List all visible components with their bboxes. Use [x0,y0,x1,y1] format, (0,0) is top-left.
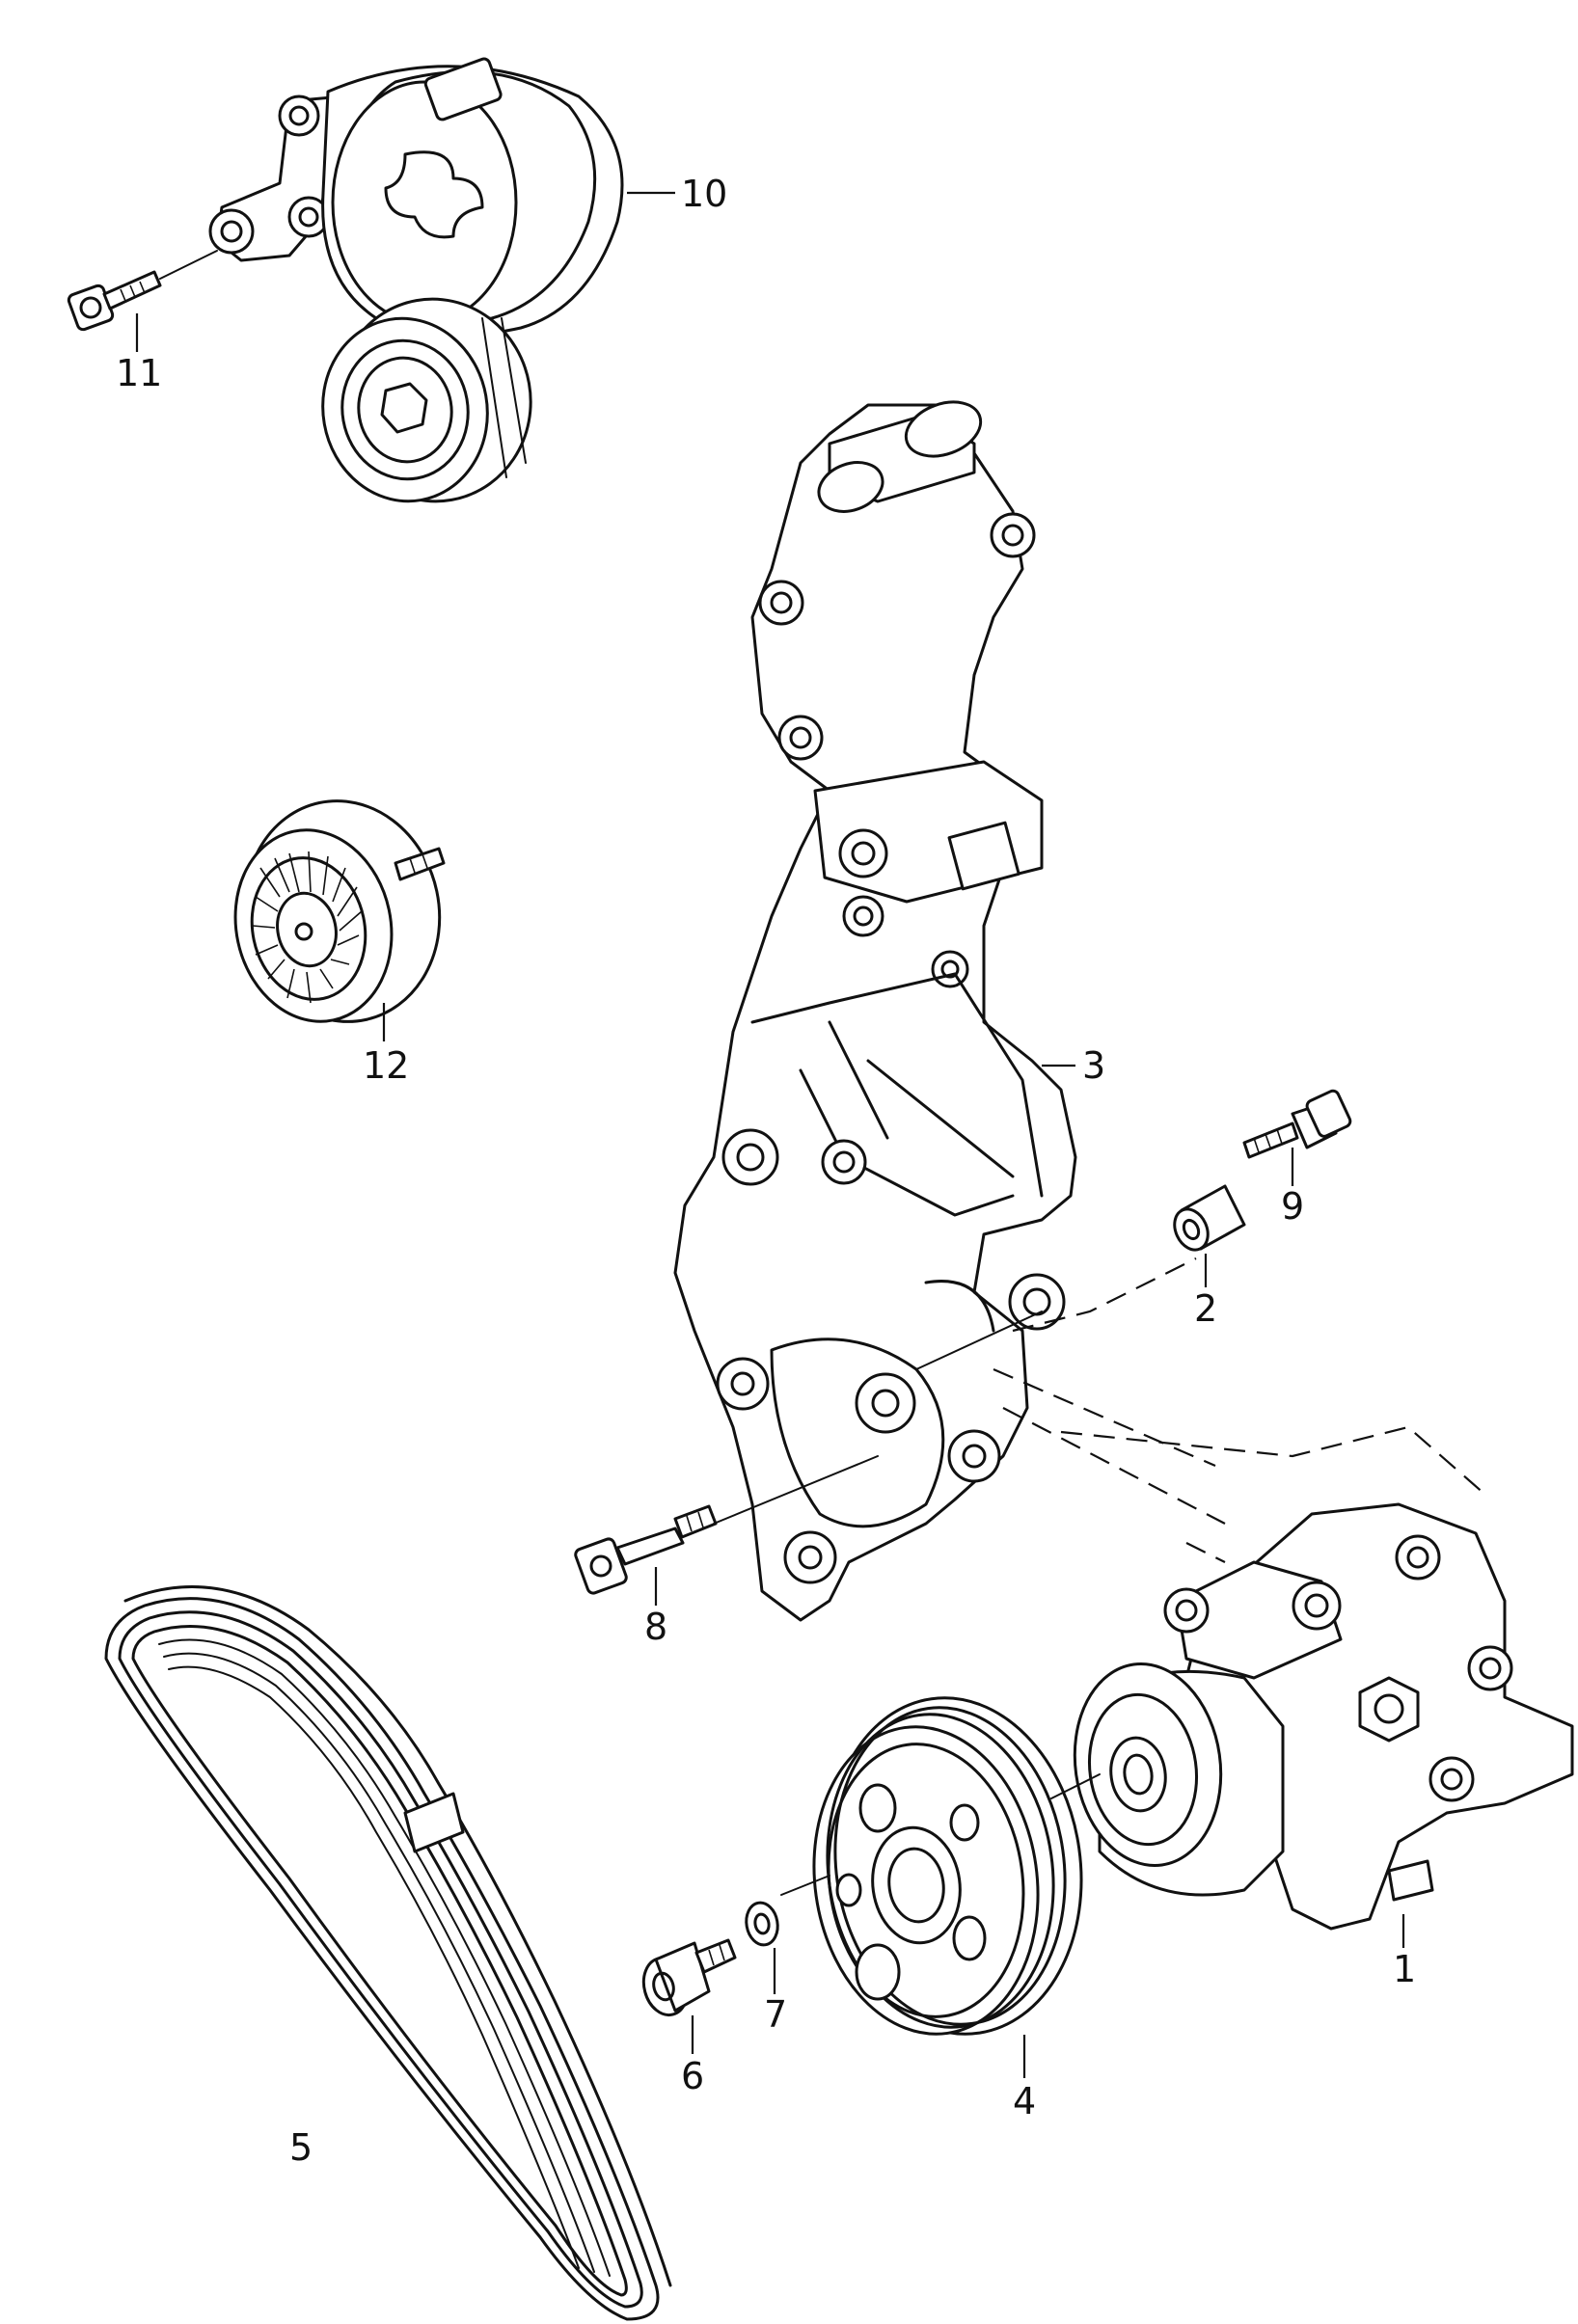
leader-lines [135,191,1405,2078]
callout-12: 12 [363,1044,409,1087]
washer-7 [743,1901,780,1948]
callout-1: 1 [1393,1948,1416,1990]
drive-belt [106,1586,670,2319]
spacer-2 [1168,1186,1244,1256]
bolt-8 [574,1506,716,1595]
callout-3: 3 [1082,1044,1105,1087]
power-steering-pump [1062,1504,1572,1929]
idler-pulley [218,783,460,1040]
bolt-9 [1244,1089,1352,1157]
callout-10: 10 [681,173,727,215]
callout-7: 7 [764,1993,787,2036]
callout-6: 6 [681,2055,704,2097]
belt-tensioner [210,57,622,516]
callout-labels: 10 11 12 3 2 9 8 1 4 7 6 5 [116,173,1416,2169]
mounting-bracket [675,392,1075,1620]
assembly-dashed-lines [713,1257,1486,1563]
pump-pulley [781,1682,1102,2051]
bolt-6 [638,1940,735,2020]
callout-5: 5 [289,2126,313,2169]
bolt-11 [68,251,217,331]
callout-9: 9 [1281,1185,1304,1228]
callout-2: 2 [1194,1287,1217,1330]
callout-8: 8 [644,1606,667,1648]
callout-11: 11 [116,352,162,394]
callout-4: 4 [1013,2080,1036,2122]
